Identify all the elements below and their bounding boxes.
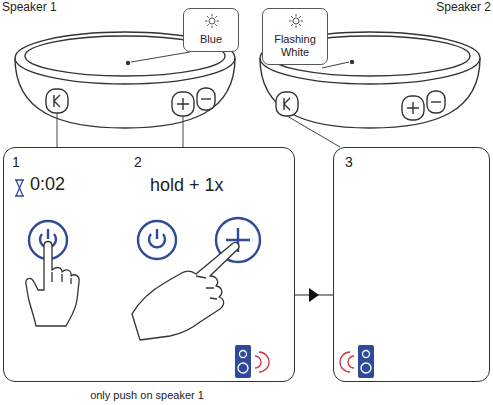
speaker-icon xyxy=(235,345,269,378)
note: only push on speaker 1 xyxy=(90,389,204,401)
led-callout: Flashing White xyxy=(262,8,328,65)
pressing-hand xyxy=(26,242,79,327)
step-number: 3 xyxy=(345,154,353,170)
led-icon xyxy=(288,13,304,29)
step-number: 2 xyxy=(134,154,142,170)
speaker-icon xyxy=(340,345,374,378)
device-name: Speaker 1 xyxy=(2,0,57,14)
step-panel: 1 0:02 2 hold + 1x xyxy=(3,147,295,382)
power-button xyxy=(138,221,176,259)
timer: 0:02 xyxy=(30,174,65,195)
led-state: Blue xyxy=(187,33,235,46)
led-icon xyxy=(204,13,220,29)
speaker-2 xyxy=(260,32,480,128)
step-number: 1 xyxy=(12,154,20,170)
led-state: Flashing White xyxy=(266,33,324,59)
pressing-hand xyxy=(132,243,239,340)
step-panel: 3 xyxy=(333,147,490,382)
device-name: Speaker 2 xyxy=(436,0,491,14)
leader-lines xyxy=(57,52,349,147)
instruction: hold + 1x xyxy=(150,175,224,196)
hourglass-icon xyxy=(15,180,24,196)
step-arrow xyxy=(295,288,333,302)
led-callout: Blue xyxy=(183,8,239,52)
